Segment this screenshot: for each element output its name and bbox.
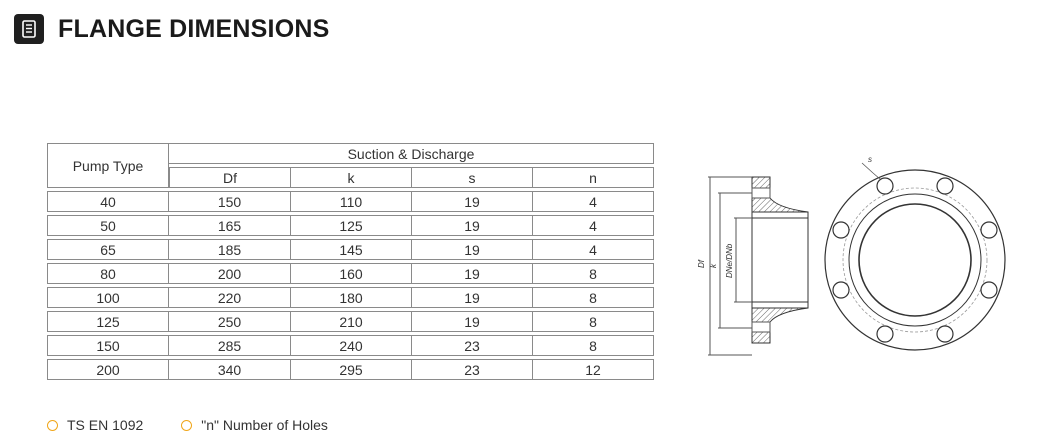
table-cell-df: 250 [169, 311, 291, 332]
table-cell-s: 19 [412, 311, 533, 332]
table-cell-n: 4 [533, 215, 654, 236]
circle-bullet-icon [47, 419, 58, 431]
legend-label: "n" Number of Holes [201, 417, 328, 433]
table-cell-df: 340 [169, 359, 291, 380]
table-cell-s: 19 [412, 287, 533, 308]
table-cell-pump-type: 50 [47, 215, 169, 236]
table-cell-k: 125 [291, 215, 412, 236]
column-header-k: k [291, 167, 412, 188]
table-cell-df: 185 [169, 239, 291, 260]
table-row: 80 200 160 19 8 [47, 263, 654, 284]
pump-type-header: Pump Type [47, 143, 169, 188]
table-cell-k: 210 [291, 311, 412, 332]
table-cell-s: 23 [412, 359, 533, 380]
table-cell-k: 160 [291, 263, 412, 284]
table-cell-pump-type: 65 [47, 239, 169, 260]
k-dimension-label: k [709, 263, 718, 268]
table-row: 40 150 110 19 4 [47, 191, 654, 212]
table-cell-s: 19 [412, 215, 533, 236]
table-cell-k: 240 [291, 335, 412, 356]
table-cell-n: 8 [533, 311, 654, 332]
legend: TS EN 1092 "n" Number of Holes [47, 417, 366, 433]
table-cell-k: 110 [291, 191, 412, 212]
dn-dimension-label: DNe/DNb [725, 243, 734, 278]
table-cell-n: 12 [533, 359, 654, 380]
table-row: 65 185 145 19 4 [47, 239, 654, 260]
flange-dimensions-table: Pump Type Suction & Discharge Df k s n 4… [47, 140, 654, 383]
table-cell-df: 285 [169, 335, 291, 356]
flange-section-view [708, 176, 809, 356]
flange-table-container: Pump Type Suction & Discharge Df k s n 4… [47, 140, 654, 383]
flange-front-view [824, 162, 1006, 351]
flange-drawing: Df k DNe/DNb s [690, 150, 1010, 375]
table-cell-s: 19 [412, 239, 533, 260]
table-row: 125 250 210 19 8 [47, 311, 654, 332]
document-icon [14, 14, 44, 44]
circle-bullet-icon [181, 419, 193, 431]
table-cell-n: 8 [533, 287, 654, 308]
table-row: 150 285 240 23 8 [47, 335, 654, 356]
table-cell-n: 8 [533, 335, 654, 356]
table-row: 200 340 295 23 12 [47, 359, 654, 380]
df-dimension-label: Df [697, 259, 706, 268]
table-cell-pump-type: 80 [47, 263, 169, 284]
table-cell-k: 180 [291, 287, 412, 308]
table-cell-df: 200 [169, 263, 291, 284]
legend-item: TS EN 1092 [47, 417, 143, 433]
column-header-n: n [533, 167, 654, 188]
legend-item: "n" Number of Holes [181, 417, 328, 433]
column-header-s: s [412, 167, 533, 188]
s-dimension-label: s [868, 155, 872, 164]
table-row: 50 165 125 19 4 [47, 215, 654, 236]
table-cell-pump-type: 40 [47, 191, 169, 212]
table-cell-pump-type: 125 [47, 311, 169, 332]
table-cell-pump-type: 200 [47, 359, 169, 380]
table-cell-s: 23 [412, 335, 533, 356]
table-cell-pump-type: 100 [47, 287, 169, 308]
table-cell-df: 220 [169, 287, 291, 308]
table-cell-k: 145 [291, 239, 412, 260]
table-cell-s: 19 [412, 263, 533, 284]
table-cell-k: 295 [291, 359, 412, 380]
page-title: FLANGE DIMENSIONS [58, 14, 330, 43]
table-cell-pump-type: 150 [47, 335, 169, 356]
table-cell-s: 19 [412, 191, 533, 212]
table-cell-df: 165 [169, 215, 291, 236]
table-cell-df: 150 [169, 191, 291, 212]
suction-discharge-header: Suction & Discharge [169, 143, 654, 164]
table-cell-n: 8 [533, 263, 654, 284]
table-cell-n: 4 [533, 191, 654, 212]
column-header-df: Df [169, 167, 291, 188]
table-cell-n: 4 [533, 239, 654, 260]
page-header: FLANGE DIMENSIONS [14, 12, 329, 46]
table-row: 100 220 180 19 8 [47, 287, 654, 308]
legend-label: TS EN 1092 [67, 417, 144, 433]
